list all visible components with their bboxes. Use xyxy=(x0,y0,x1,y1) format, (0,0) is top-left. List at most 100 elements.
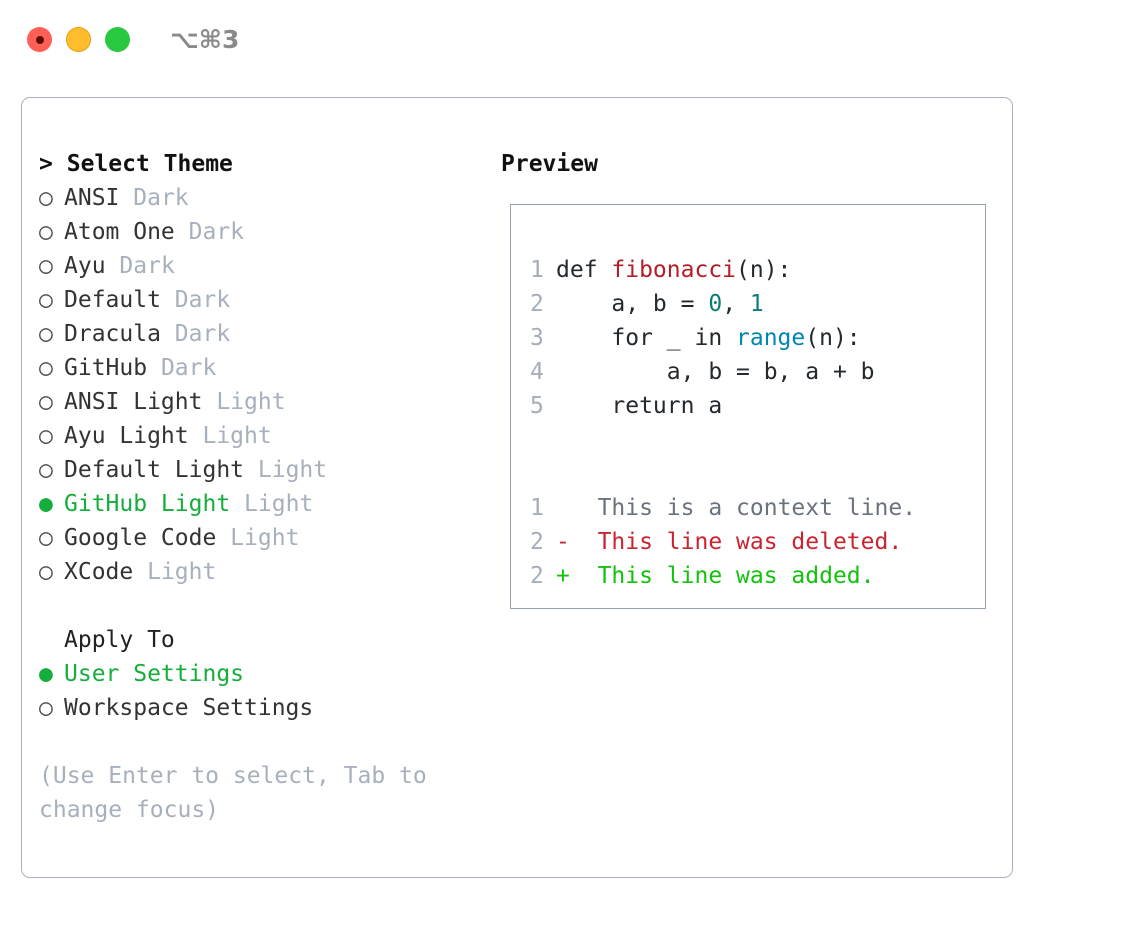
code-preview-content: 1 def fibonacci(n): 2 a, b = 0, 1 3 for … xyxy=(530,253,977,593)
radio-off-icon: ○ xyxy=(39,321,53,347)
diff-sign xyxy=(556,491,570,525)
code-line: 2 a, b = 0, 1 xyxy=(530,287,977,321)
radio-off-icon: ○ xyxy=(39,559,53,585)
code-token: fibonacci xyxy=(611,257,737,283)
theme-option-tag: Dark xyxy=(119,253,175,279)
code-token: 0 xyxy=(708,291,723,317)
code-line: 1 def fibonacci(n): xyxy=(530,253,977,287)
theme-option-name: Default xyxy=(64,287,161,313)
code-line: 4 a, b = b, a + b xyxy=(530,355,977,389)
maximize-button[interactable] xyxy=(105,27,130,52)
theme-option-name: XCode xyxy=(64,559,134,585)
code-token: range xyxy=(736,325,806,351)
theme-option-tag: Light xyxy=(244,491,314,517)
code-line: 5 return a xyxy=(530,389,977,423)
theme-option-name: GitHub Light xyxy=(64,491,231,517)
list-spacer xyxy=(39,589,489,623)
theme-option-ansi-light[interactable]: ○ ANSI Light Light xyxy=(39,385,489,419)
theme-option-github-dark[interactable]: ○GitHub Dark xyxy=(39,351,489,385)
radio-off-icon: ○ xyxy=(39,185,53,211)
code-token: for _ in xyxy=(556,325,737,351)
radio-on-icon: ● xyxy=(39,661,53,687)
theme-option-name: ANSI Light xyxy=(64,389,203,415)
diff-line-text: This is a context line. xyxy=(597,495,917,521)
minimize-button[interactable] xyxy=(66,27,91,52)
radio-off-icon: ○ xyxy=(39,525,53,551)
code-token: a, b = b, a + b xyxy=(556,359,875,385)
theme-option-atom-one-dark[interactable]: ○Atom One Dark xyxy=(39,215,489,249)
theme-option-name: Default Light xyxy=(64,457,245,483)
code-token: a, b = xyxy=(556,291,709,317)
theme-option-github-light[interactable]: ● GitHub Light Light xyxy=(39,487,489,521)
theme-option-name: GitHub xyxy=(64,355,148,381)
code-blank-line xyxy=(530,457,977,491)
theme-option-default-light[interactable]: ○ Default Light Light xyxy=(39,453,489,487)
theme-option-default-dark[interactable]: ○Default Dark xyxy=(39,283,489,317)
line-number: 5 xyxy=(530,393,544,419)
diff-line-context: 1 This is a context line. xyxy=(530,491,977,525)
theme-option-ayu-dark[interactable]: ○ Ayu Dark xyxy=(39,249,489,283)
radio-off-icon: ○ xyxy=(39,389,53,415)
apply-to-header-label: Apply To xyxy=(64,627,175,653)
radio-off-icon: ○ xyxy=(39,219,53,245)
theme-picker-header-label: Select Theme xyxy=(66,151,233,177)
theme-option-name: Dracula xyxy=(64,321,161,347)
apply-to-option-workspace-settings[interactable]: ○Workspace Settings xyxy=(39,691,489,725)
code-line: 3 for _ in range(n): xyxy=(530,321,977,355)
diff-line-added: 2 + This line was added. xyxy=(530,559,977,593)
radio-off-icon: ○ xyxy=(39,457,53,483)
diff-line-text: This line was deleted. xyxy=(597,529,903,555)
apply-to-header: Apply To xyxy=(39,623,489,657)
code-line-text: return a xyxy=(556,389,722,423)
code-line-text: a, b = b, a + b xyxy=(556,355,875,389)
preview-section: Preview xyxy=(501,147,991,181)
line-number: 2 xyxy=(530,563,544,589)
theme-option-ansi-dark[interactable]: ○ANSI Dark xyxy=(39,181,489,215)
theme-option-tag: Light xyxy=(202,423,272,449)
keyboard-shortcut-label: ⌥⌘3 xyxy=(170,25,240,54)
code-preview-box: 1 def fibonacci(n): 2 a, b = 0, 1 3 for … xyxy=(510,204,986,609)
theme-option-name: Atom One xyxy=(64,219,175,245)
theme-option-xcode[interactable]: ○XCode Light xyxy=(39,555,489,589)
diff-sign: + xyxy=(556,563,570,589)
theme-picker: > Select Theme ○ANSI Dark ○ Atom One Dark… xyxy=(39,147,489,725)
code-token: return a xyxy=(556,393,723,419)
theme-option-name: Google Code xyxy=(64,525,217,551)
theme-option-name: Ayu xyxy=(64,253,106,279)
code-line-text: a, b = 0, 1 xyxy=(556,287,763,321)
theme-option-tag: Light xyxy=(257,457,328,483)
theme-option-tag: Dark xyxy=(160,355,217,381)
diff-line-text: This line was added. xyxy=(597,563,875,589)
theme-option-ayu-light[interactable]: ○ Ayu Light Light xyxy=(39,419,489,453)
code-line-text: for _ in range(n): xyxy=(556,321,860,355)
theme-option-tag: Dark xyxy=(133,185,189,211)
preview-title: Preview xyxy=(501,151,598,177)
diff-line-deleted: 2 - This line was deleted. xyxy=(530,525,977,559)
theme-option-name: Ayu Light xyxy=(64,423,189,449)
theme-option-google-code[interactable]: ○Google Code Light xyxy=(39,521,489,555)
line-number: 4 xyxy=(530,359,544,385)
code-token: (n): xyxy=(736,257,792,283)
code-line-text: def fibonacci(n): xyxy=(556,253,791,287)
radio-off-icon: ○ xyxy=(39,287,53,313)
radio-off-icon: ○ xyxy=(39,423,53,449)
close-button[interactable] xyxy=(27,27,52,52)
keyboard-hint-text: (Use Enter to select, Tab to change focu… xyxy=(39,763,427,823)
diff-sign: - xyxy=(556,529,570,555)
theme-option-tag: Dark xyxy=(174,321,231,347)
radio-off-icon: ○ xyxy=(39,253,53,279)
window-controls xyxy=(27,27,130,52)
line-number: 1 xyxy=(530,495,544,521)
radio-on-icon: ● xyxy=(39,491,53,517)
main-panel: > Select Theme ○ANSI Dark ○ Atom One Dark… xyxy=(21,97,1013,878)
apply-to-option-user-settings[interactable]: ●User Settings xyxy=(39,657,489,691)
line-number: 2 xyxy=(530,291,544,317)
theme-option-dracula-dark[interactable]: ○ Dracula Dark xyxy=(39,317,489,351)
code-token: , xyxy=(722,291,750,317)
theme-option-tag: Light xyxy=(216,389,286,415)
title-bar: ⌥⌘3 xyxy=(0,0,1140,78)
apply-to-option-name: Workspace Settings xyxy=(64,695,314,721)
theme-picker-header: > Select Theme xyxy=(39,147,489,181)
line-number: 2 xyxy=(530,529,544,555)
